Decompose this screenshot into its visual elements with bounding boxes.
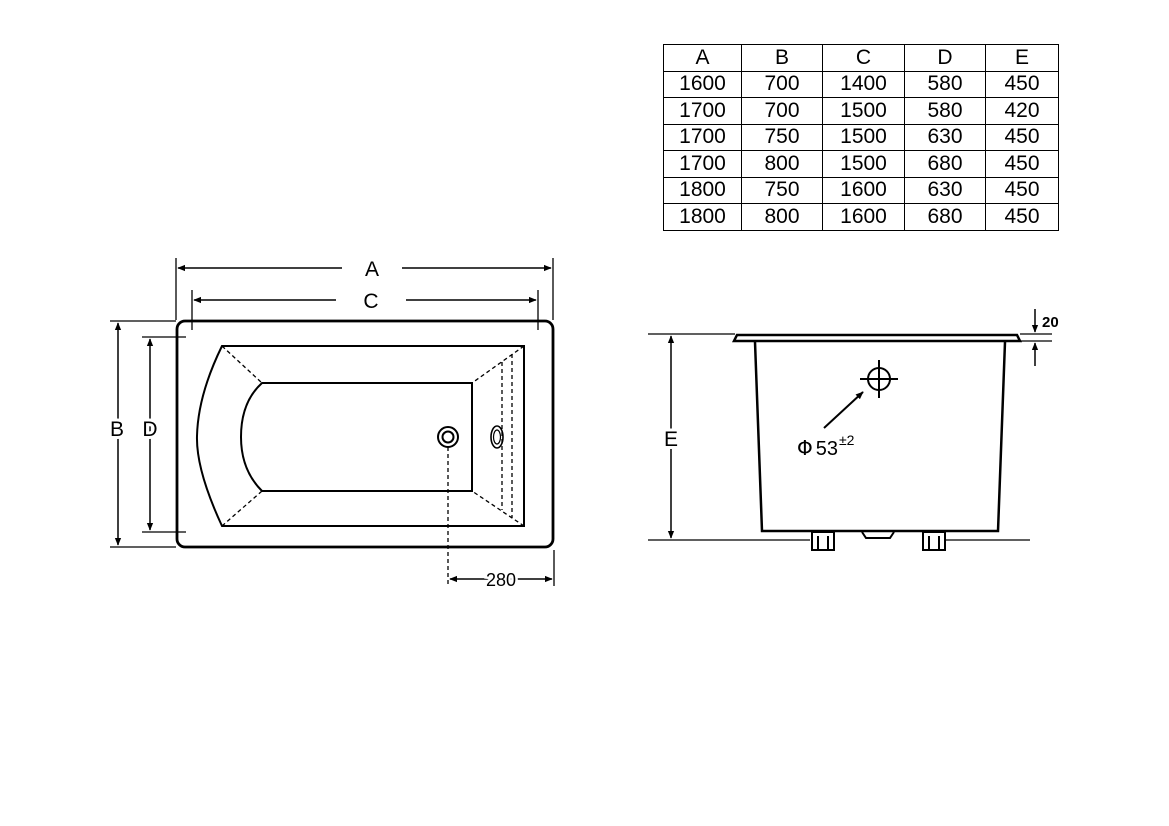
dimension-b: B	[107, 320, 176, 548]
table-cell: 1600	[822, 203, 905, 231]
label-b: B	[110, 418, 124, 441]
table-cell: 1600	[822, 176, 905, 204]
dimension-a: A	[175, 258, 554, 320]
table-header-cell: E	[985, 44, 1059, 72]
tub-feet	[811, 531, 946, 551]
basin-rim	[195, 345, 525, 527]
table-cell: 750	[741, 176, 823, 204]
table-cell: 1400	[822, 70, 905, 98]
hole-symbol: Φ	[797, 436, 813, 460]
dimension-e: E	[648, 333, 1030, 541]
dimension-rim-thickness: 20	[1020, 309, 1059, 366]
table-cell: 580	[904, 70, 986, 98]
table-header-cell: B	[741, 44, 823, 72]
basin-floor	[239, 382, 473, 492]
label-c: C	[363, 290, 378, 313]
table-cell: 450	[985, 123, 1059, 151]
table-cell: 580	[904, 97, 986, 125]
dimension-d: D	[139, 336, 186, 533]
table-cell: 450	[985, 176, 1059, 204]
label-drain-offset: 280	[486, 570, 516, 590]
table-header-row: A B C D E	[663, 44, 1059, 72]
table-cell: 420	[985, 97, 1059, 125]
table-row: 1700 800 1500 680 450	[663, 150, 1059, 178]
table-cell: 680	[904, 203, 986, 231]
tub-rim	[731, 333, 1023, 343]
table-row: 1700 700 1500 580 420	[663, 97, 1059, 125]
dimension-c: C	[191, 290, 539, 330]
label-d: D	[142, 418, 157, 441]
drain-icon	[437, 426, 459, 448]
table-cell: 450	[985, 150, 1059, 178]
label-a: A	[365, 258, 379, 281]
tub-body	[753, 341, 1007, 533]
table-cell: 450	[985, 203, 1059, 231]
table-cell: 1700	[663, 150, 742, 178]
table-cell: 630	[904, 123, 986, 151]
table-cell: 750	[741, 123, 823, 151]
table-cell: 1500	[822, 97, 905, 125]
overflow-hole-icon	[860, 360, 898, 398]
table-row: 1800 800 1600 680 450	[663, 203, 1059, 231]
tub-outline	[175, 319, 555, 549]
table-row: 1700 750 1500 630 450	[663, 123, 1059, 151]
table-header-cell: A	[663, 44, 742, 72]
top-view: A C B D 280	[107, 258, 555, 593]
hole-size: 53	[816, 438, 838, 460]
table-cell: 1700	[663, 97, 742, 125]
table-cell: 800	[741, 150, 823, 178]
hole-leader-arrow	[823, 391, 864, 429]
dimension-table: A B C D E 1600 700 1400 580 450 1700 700…	[663, 44, 1059, 231]
label-rim-thickness: 20	[1042, 314, 1059, 331]
overflow-icon	[490, 425, 504, 449]
table-cell: 1700	[663, 123, 742, 151]
table-cell: 1800	[663, 203, 742, 231]
table-header-cell: D	[904, 44, 986, 72]
table-cell: 450	[985, 70, 1059, 98]
hole-tolerance: ±2	[839, 432, 855, 448]
table-cell: 630	[904, 176, 986, 204]
table-row: 1800 750 1600 630 450	[663, 176, 1059, 204]
table-cell: 700	[741, 70, 823, 98]
table-cell: 1800	[663, 176, 742, 204]
table-cell: 1500	[822, 123, 905, 151]
dimension-drain-offset: 280	[449, 550, 555, 593]
label-e: E	[664, 428, 678, 451]
table-cell: 700	[741, 97, 823, 125]
table-row: 1600 700 1400 580 450	[663, 70, 1059, 98]
basin-slope-lines	[221, 345, 525, 527]
